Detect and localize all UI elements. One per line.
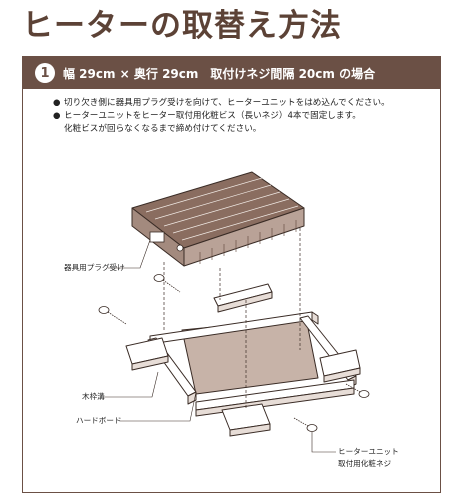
step-number-badge: 1 (35, 63, 55, 83)
instruction-text: ヒーターユニットをヒーター取付用化粧ビス（長いネジ）4本で固定します。 (64, 111, 361, 121)
instruction-text: 切り欠き側に器具用プラグ受けを向けて、ヒーターユニットをはめ込んでください。 (64, 98, 390, 108)
screw-icon (153, 274, 181, 293)
instruction-panel: 1 幅 29cm × 奥行 29cm 取付けネジ間隔 20cm の場合 ● 切り… (22, 56, 441, 493)
bullet-icon: ● (53, 111, 61, 121)
step-heading: 幅 29cm × 奥行 29cm 取付けネジ間隔 20cm の場合 (63, 66, 376, 81)
instruction-item: ● 切り欠き側に器具用プラグ受けを向けて、ヒーターユニットをはめ込んでください。 (53, 97, 433, 110)
step-header: 1 幅 29cm × 奥行 29cm 取付けネジ間隔 20cm の場合 (23, 57, 440, 89)
label-hardboard: ハードボード (76, 416, 122, 425)
leader-hardboard (120, 391, 197, 422)
leader-groove (104, 371, 159, 398)
heater-right-side (183, 207, 305, 267)
instruction-item: ● ヒーターユニットをヒーター取付用化粧ビス（長いネジ）4本で固定します。 (53, 110, 433, 123)
instruction-continuation: 化粧ビスが回らなくなるまで締め付けてください。 (64, 124, 262, 134)
label-screw-line1: ヒーターユニット (338, 447, 399, 456)
screw-icon (98, 306, 127, 325)
plug-receptacle (149, 231, 165, 243)
instruction-list: ● 切り欠き側に器具用プラグ受けを向けて、ヒーターユニットをはめ込んでください。… (53, 97, 433, 136)
label-frame-groove: 木枠溝 (82, 392, 105, 401)
label-screw-line2: 取付用化粧ネジ (338, 459, 392, 468)
leader-screw (311, 432, 336, 453)
screw-icon (293, 417, 318, 432)
screw-icon (345, 383, 370, 398)
label-plug-receptacle: 器具用プラグ受け (64, 263, 125, 272)
bullet-icon: ● (53, 98, 61, 108)
leader-plug (108, 239, 151, 269)
page-title: ヒーターの取替え方法 (22, 8, 342, 44)
